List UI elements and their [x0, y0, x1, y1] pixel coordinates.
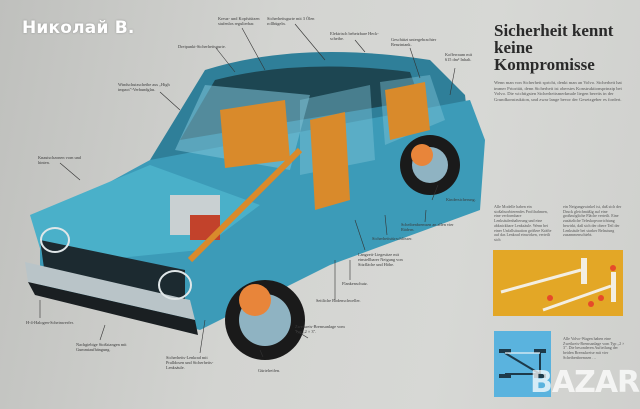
headline-line-1: Sicherheit kennt	[494, 21, 614, 40]
callout-crumple-zones: Knautschzonen vorn und hinten.	[38, 155, 81, 165]
steering-column-diagram	[493, 250, 623, 316]
callout-trunk: Kofferraum mit 615 dm³ Inhalt.	[445, 52, 473, 62]
callout-disc-brakes: Scheibenbremsen an allen vier Rädern.	[401, 222, 454, 232]
callout-fuel-tank: Geschützt untergebrachter Benzintank.	[391, 37, 437, 47]
callout-dual-circuit-brakes: Zweikreis-Bremsanlage vom Typ „2 × 3".	[295, 324, 345, 334]
seller-name: Николай В.	[22, 18, 135, 38]
dual-circuit-brake-diagram	[494, 331, 551, 397]
collapsible-steering-icon	[500, 258, 616, 312]
callout-child-lock: Kindersicherung.	[446, 197, 476, 202]
headline-line-3: Kompromisse	[494, 55, 595, 74]
headline-line-2: keine	[494, 38, 533, 57]
callout-seatbelts: Sicherheitsgurte mit 3 Ölen rollbügeln.	[267, 16, 315, 26]
callout-steering-wheel: Sicherheits-Lenkrad mit Pralldosen und S…	[166, 355, 214, 370]
callout-windshield: Windschutzscheibe aus „High impact"-Verb…	[118, 82, 170, 92]
callout-side-sills: Seitliche Bodenschweller.	[316, 298, 361, 303]
intro-paragraph: Wenn man von Sicherheit spricht, denkt m…	[494, 80, 622, 102]
callout-side-beams: Flankenschutz.	[342, 281, 368, 286]
callout-belted-tyres: Gürtelreifen.	[258, 368, 281, 373]
brake-circuit-icon	[499, 349, 546, 378]
steering-text-column-2: ein Neigungswinkel ist, daß sich der Dru…	[563, 204, 622, 238]
callout-head-restraints: Kreuz- und Kopfstützen stufenlos regulie…	[218, 16, 260, 26]
steering-text-column-1: Alle Modelle haben ein stoßabsorbierende…	[494, 204, 552, 242]
page-headline: Sicherheit kennt keine Kompromisse	[494, 22, 634, 73]
brake-text-column: Alle Volvo-Wagen haben eine Zweikreis-Br…	[563, 336, 625, 360]
callout-seats: Langzeit-Liegesitze mit einstellbarer Ne…	[358, 252, 403, 267]
bazar-watermark: BAZAR	[530, 365, 640, 400]
callout-rear-window: Elektrisch beheizbare Heck- scheibe.	[330, 31, 379, 41]
callout-bumpers: Nachgiebige Stoßstangen mit Gummiaufhäng…	[76, 342, 127, 352]
callout-door-locks: Sicherheitstürschlösser.	[372, 236, 413, 241]
callout-halogen-lights: H-4-Halogen-Scheinwerfer.	[26, 320, 74, 325]
callout-three-point-belts: Dreipunkt-Sicherheitsgurte.	[178, 44, 226, 49]
